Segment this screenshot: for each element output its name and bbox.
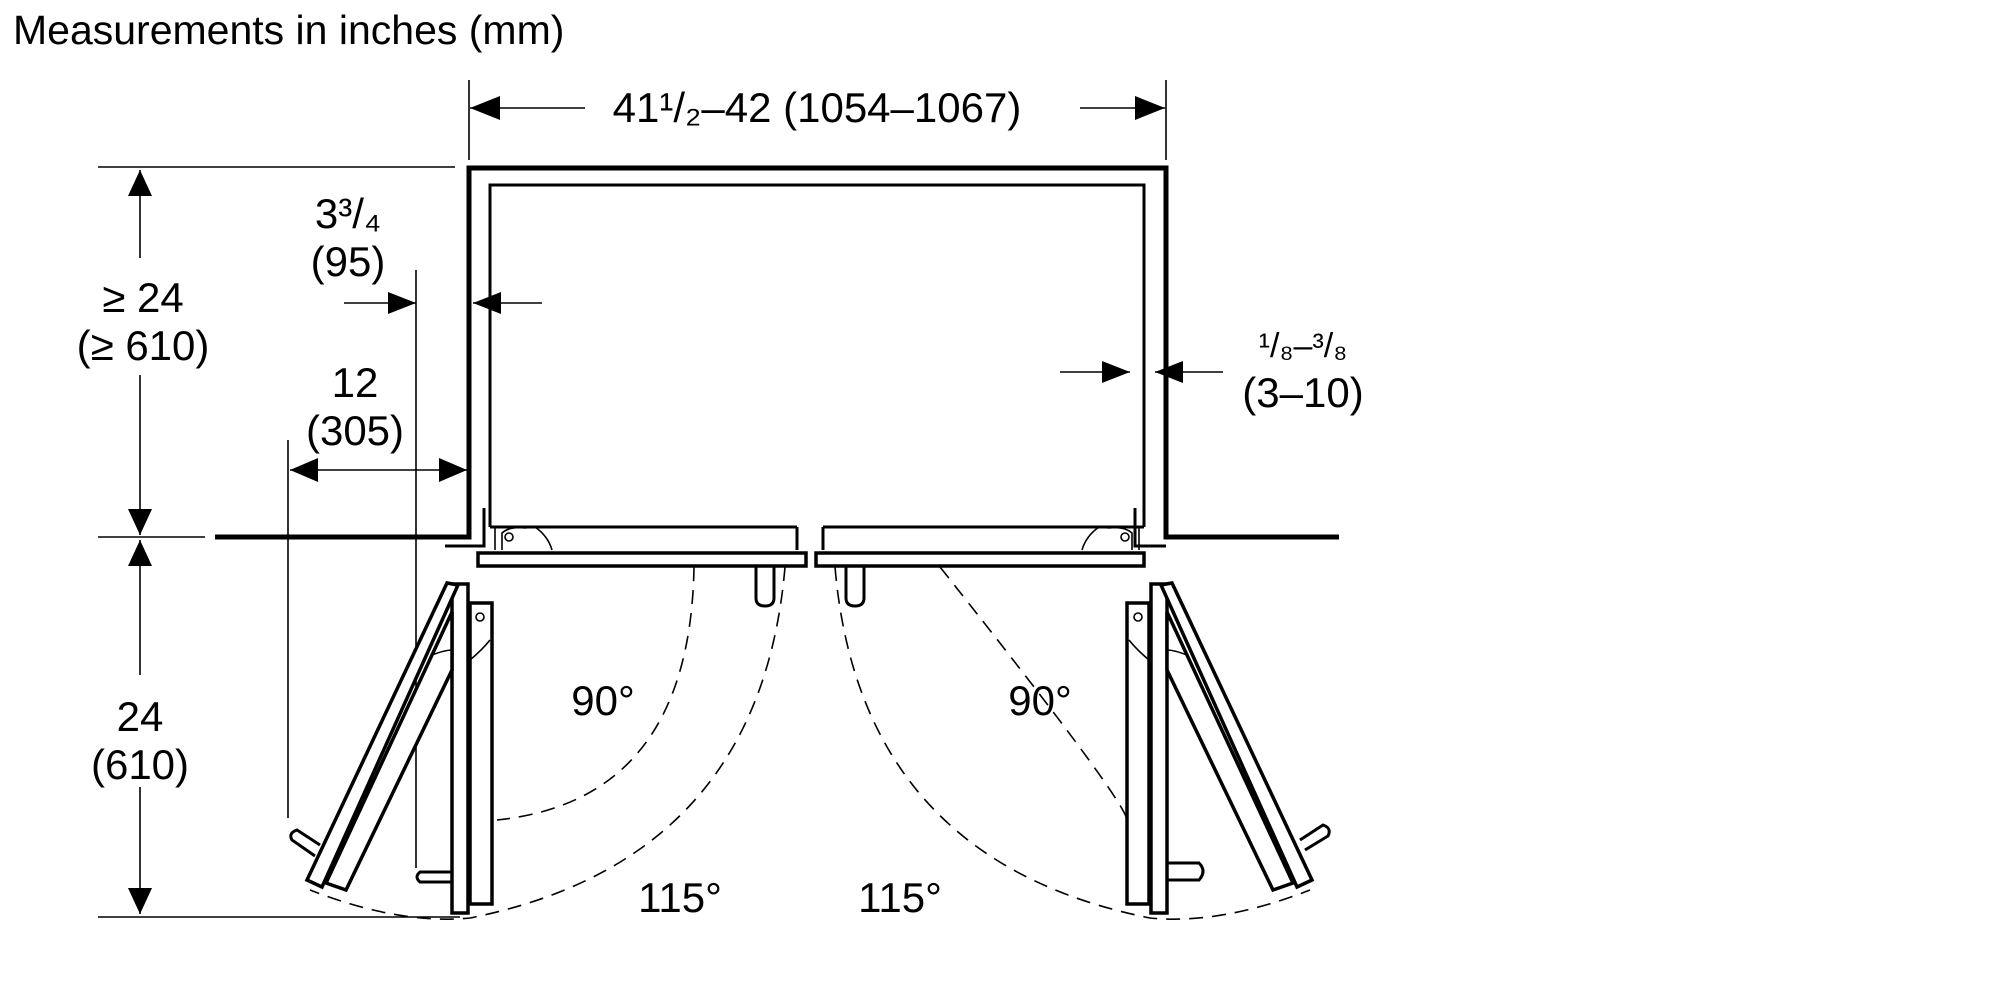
swing-arcs xyxy=(309,566,1311,920)
handle-icon xyxy=(844,566,866,608)
gap-mm: (3–10) xyxy=(1242,369,1363,416)
handle-clearance-dimension: 12 (305) xyxy=(287,359,467,818)
handle-clearance-inches: 12 xyxy=(332,359,379,406)
gap-inches: ¹/₈–³/₈ xyxy=(1259,327,1348,365)
side-offset-mm: (95) xyxy=(311,238,386,285)
angle-left-115: 115° xyxy=(638,874,722,921)
angle-labels: 90° 90° 115° 115° xyxy=(571,677,1072,921)
handle-icon xyxy=(1299,823,1331,852)
angle-left-90: 90° xyxy=(571,677,635,724)
door-depth-mm: (610) xyxy=(91,741,189,788)
page-title: Measurements in inches (mm) xyxy=(13,7,565,53)
handle-icon xyxy=(754,566,776,608)
side-offset-inches: 3³/₄ xyxy=(315,190,381,237)
cabinet-niche xyxy=(215,165,1339,608)
depth-clearance-mm: (≥ 610) xyxy=(77,322,210,369)
handle-clearance-mm: (305) xyxy=(306,407,404,454)
left-door-open xyxy=(289,581,494,915)
depth-clearance-inches: ≥ 24 xyxy=(102,274,183,321)
right-door-open xyxy=(1125,581,1331,915)
gap-dimension: ¹/₈–³/₈ (3–10) xyxy=(1060,327,1364,416)
handle-icon xyxy=(1167,861,1205,882)
width-dimension: 41¹/₂–42 (1054–1067) xyxy=(468,80,1167,160)
handle-icon xyxy=(289,828,321,858)
handle-icon xyxy=(415,870,452,884)
angle-right-115: 115° xyxy=(858,874,942,921)
door-depth-inches: 24 xyxy=(117,693,164,740)
side-offset-dimension: 3³/₄ (95) xyxy=(311,190,542,868)
depth-dimensions: ≥ 24 (≥ 610) 24 (610) xyxy=(77,166,460,918)
angle-right-90: 90° xyxy=(1008,677,1072,724)
width-label: 41¹/₂–42 (1054–1067) xyxy=(613,84,1022,131)
